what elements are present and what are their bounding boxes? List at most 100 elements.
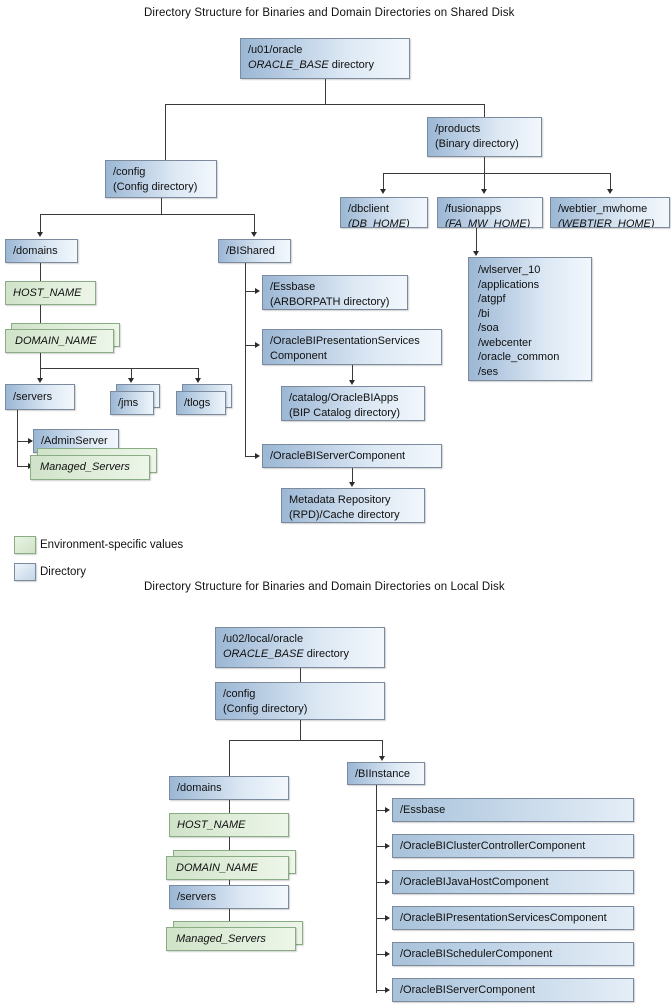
node-line-1: /u01/oracle (248, 44, 303, 56)
connector-domainname-stem (40, 353, 41, 368)
connector-domains2-hostname (229, 800, 230, 813)
arrow-to-dbclient (379, 189, 386, 194)
arrow-to-domains (36, 232, 43, 237)
arrow-to-bishared (250, 232, 257, 237)
diagram1-title: Directory Structure for Binaries and Dom… (144, 7, 515, 19)
connector-hostname-domainname (40, 305, 41, 323)
arrow-comp-3 (385, 914, 390, 921)
connector-presentation-catalog (352, 365, 353, 381)
legend-label-environment: Environment-specific values (40, 539, 184, 551)
arrow-tlogs (194, 378, 201, 383)
node-line-2: (RPD)/Cache directory (289, 508, 400, 521)
connector-comp-1 (376, 846, 386, 847)
node-metadata-repository: Metadata Repository (RPD)/Cache director… (281, 488, 425, 523)
legend-label-directory: Directory (40, 566, 87, 578)
arrow-biinstance (378, 756, 385, 761)
arrow-servers (36, 378, 43, 383)
connector-to-jms (131, 368, 132, 379)
connector-config-left (40, 214, 41, 233)
node-line-2-rest: directory (303, 647, 349, 660)
stack-front: DOMAIN_NAME (166, 856, 289, 880)
node-line-2: (ARBORPATH directory) (270, 295, 390, 308)
connector-products-mid (484, 173, 485, 190)
arrow-to-fusionapps-children (472, 251, 479, 256)
node-dbclient: /dbclient (DB_HOME) (340, 197, 428, 228)
node-fusionapps-children: /wlserver_10 /applications /atgpf /bi /s… (468, 257, 592, 381)
connector-comp-2 (376, 882, 386, 883)
arrow-essbase (255, 287, 260, 294)
connector-to-servers (40, 368, 41, 379)
node-catalog-oraclebiapps: /catalog/OracleBIApps (BIP Catalog direc… (281, 386, 425, 421)
node-biinstance-component: /OracleBIClusterControllerComponent (392, 834, 634, 858)
node-bi-server-component-shared: /OracleBIServerComponent (262, 444, 442, 468)
arrow-presentation-services (255, 341, 260, 348)
connector-bishared-biserver (245, 456, 256, 457)
node-line-1: /fusionapps (445, 203, 502, 215)
connector-products-left (383, 173, 384, 190)
connector-to-domains-local (229, 740, 230, 776)
arrow-to-webtier (606, 189, 613, 194)
node-host-name-shared: HOST_NAME (5, 281, 96, 305)
node-line-2: (Binary directory) (435, 137, 519, 150)
node-line-2: (WEBTIER_HOME) (558, 217, 655, 228)
node-oracle-base-shared: /u01/oracle ORACLE_BASE directory (240, 38, 410, 79)
node-domains-local: /domains (169, 776, 289, 800)
node-label: HOST_NAME (177, 819, 246, 831)
node-presentation-services-shared: /OracleBIPresentationServices Component (262, 329, 442, 365)
node-bishared: /BIShared (218, 239, 291, 263)
node-webtier-mwhome: /webtier_mwhome (WEBTIER_HOME) (550, 197, 670, 228)
node-biinstance-component: /OracleBIPresentationServicesComponent (392, 906, 634, 930)
connector-servers-spine (17, 410, 18, 466)
connector-root2-stem (300, 668, 301, 682)
connector-to-tlogs (198, 368, 199, 379)
connector-products-bus (383, 173, 610, 174)
connector-config-bus (40, 214, 254, 215)
node-line-2: (FA_MW_HOME) (445, 217, 531, 228)
node-line-1: /u02/local/oracle (223, 633, 304, 645)
node-domain-name-local: DOMAIN_NAME (166, 850, 296, 883)
diagram2-title: Directory Structure for Binaries and Dom… (144, 581, 505, 593)
node-line-2: (BIP Catalog directory) (289, 406, 401, 419)
connector-domains-hostname (40, 263, 41, 281)
arrow-comp-2 (385, 878, 390, 885)
connector-managedservers (17, 466, 30, 467)
node-oracle-base-local: /u02/local/oracle ORACLE_BASE directory (215, 627, 385, 668)
node-domain-name-shared: DOMAIN_NAME (5, 323, 120, 355)
connector-config2-stem (300, 720, 301, 740)
node-line-2: (Config directory) (223, 702, 308, 715)
node-line-2-rest: directory (328, 58, 374, 71)
node-biinstance: /BIInstance (347, 762, 425, 785)
node-tlogs: /tlogs (176, 384, 234, 417)
legend-swatch-environment (14, 536, 36, 554)
connector-domainname2-servers (229, 880, 230, 885)
legend-swatch-directory (14, 563, 36, 581)
arrow-to-fusionapps (480, 189, 487, 194)
connector-root-bus (165, 104, 485, 105)
connector-domainname-bus (40, 368, 198, 369)
arrow-bi-server-component (255, 452, 260, 459)
node-config-shared: /config (Config directory) (105, 160, 217, 198)
node-jms: /jms (110, 384, 162, 417)
node-line-2: (DB_HOME) (348, 217, 410, 228)
connector-to-products (484, 104, 485, 117)
arrow-comp-4 (385, 950, 390, 957)
connector-servers2-managed (229, 909, 230, 921)
arrow-comp-5 (385, 986, 390, 993)
arrow-metadata-repository (348, 482, 355, 487)
node-line-1: /config (113, 166, 146, 178)
node-line-1: /Essbase (270, 281, 316, 293)
arrow-comp-0 (385, 806, 390, 813)
connector-comp-4 (376, 954, 386, 955)
arrow-jms (127, 378, 134, 383)
node-fusionapps: /fusionapps (FA_MW_HOME) (437, 197, 543, 228)
connector-hostname2-domainname (229, 837, 230, 850)
stack-front: Managed_Servers (30, 455, 150, 480)
connector-products-stem (484, 157, 485, 173)
connector-bishared-essbase (245, 291, 256, 292)
stack-front: /tlogs (176, 391, 226, 415)
node-line-1: /config (223, 688, 256, 700)
connector-bishared-spine (245, 263, 246, 456)
node-line-2: Component (270, 349, 327, 362)
node-servers-local: /servers (169, 885, 289, 909)
node-line-2: (Config directory) (113, 180, 198, 193)
